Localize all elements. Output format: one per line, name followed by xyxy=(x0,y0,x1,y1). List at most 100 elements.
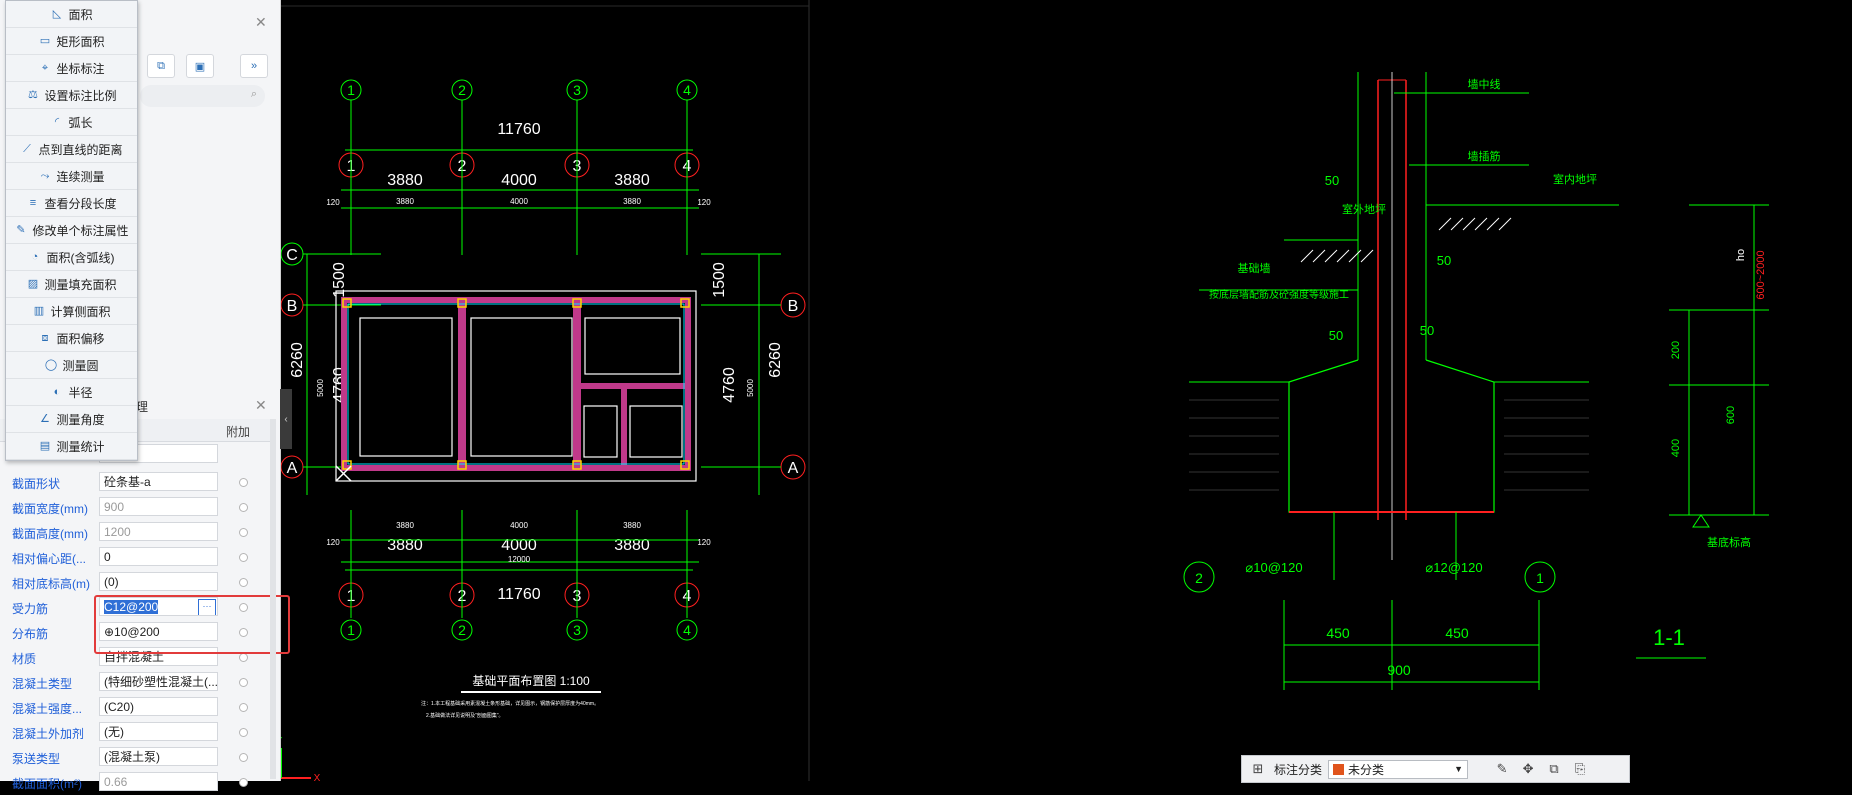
menu-item[interactable]: ◔面积(含弧线) xyxy=(6,244,137,271)
property-row[interactable]: 混凝土外加剂(无) xyxy=(0,720,270,745)
add-checkbox[interactable] xyxy=(239,603,248,612)
axis-label: 4 xyxy=(683,622,691,638)
property-value[interactable]: (0) xyxy=(99,572,218,591)
property-value[interactable]: 0 xyxy=(99,547,218,566)
menu-item-label: 半径 xyxy=(68,385,93,400)
menu-item[interactable]: ≡查看分段长度 xyxy=(6,190,137,217)
menu-item-label: 连续测量 xyxy=(56,169,105,184)
drawing-title: 基础平面布置图 1:100 xyxy=(472,674,590,688)
menu-item[interactable]: ⌖坐标标注 xyxy=(6,55,137,82)
property-value[interactable]: 1200 xyxy=(99,522,218,541)
axis-label: 1 xyxy=(347,622,355,638)
menu-item[interactable]: ▥计算侧面积 xyxy=(6,298,137,325)
menu-item[interactable]: ∠测量角度 xyxy=(6,406,137,433)
column-marker xyxy=(342,298,352,308)
property-row[interactable]: 混凝土强度...(C20) xyxy=(0,695,270,720)
property-row[interactable]: 截面面积(m²)0.66 xyxy=(0,770,270,795)
menu-item[interactable]: ▨测量填充面积 xyxy=(6,271,137,298)
cad-canvas[interactable]: 1111222233334444117601176038803880388038… xyxy=(281,0,1852,781)
menu-item[interactable]: ◐半径 xyxy=(6,379,137,406)
add-checkbox[interactable] xyxy=(239,678,248,687)
add-checkbox[interactable] xyxy=(239,553,248,562)
property-value[interactable]: 0.66 xyxy=(99,772,218,791)
menu-item[interactable]: ◺面积 xyxy=(6,1,137,28)
add-checkbox[interactable] xyxy=(239,753,248,762)
property-row[interactable]: 混凝土类型(特细砂塑性混凝土(... xyxy=(0,670,270,695)
hatch xyxy=(1462,217,1476,231)
dimension-text: 120 xyxy=(697,198,711,207)
foundation-beam xyxy=(621,389,627,468)
add-checkbox[interactable] xyxy=(239,528,248,537)
menu-item[interactable]: ▤测量统计 xyxy=(6,433,137,460)
highlight-box xyxy=(94,595,290,654)
axis-label: 4 xyxy=(683,82,691,98)
property-value[interactable]: ⊕10@200 xyxy=(99,622,218,641)
add-checkbox[interactable] xyxy=(239,478,248,487)
menu-item[interactable]: ◯测量圆 xyxy=(6,352,137,379)
menu-item[interactable]: ◜弧长 xyxy=(6,109,137,136)
save-icon[interactable]: ▣ xyxy=(186,54,214,78)
edit-icon[interactable]: ✎ xyxy=(1496,761,1508,776)
menu-item-label: 测量角度 xyxy=(56,412,105,427)
menu-item[interactable]: ▭矩形面积 xyxy=(6,28,137,55)
close-icon[interactable]: ✕ xyxy=(255,397,267,413)
more-button[interactable]: ··· xyxy=(198,599,216,615)
property-value[interactable]: (混凝土泵) xyxy=(99,747,218,766)
add-checkbox[interactable] xyxy=(239,503,248,512)
property-row[interactable]: 截面形状砼条基-a xyxy=(0,470,270,495)
add-checkbox[interactable] xyxy=(239,728,248,737)
axis-label: C xyxy=(286,247,298,264)
axis-label: A xyxy=(287,460,298,477)
close-icon[interactable]: ✕ xyxy=(255,14,267,30)
menu-item[interactable]: ⧈面积偏移 xyxy=(6,325,137,352)
property-row[interactable]: 分布筋⊕10@200 xyxy=(0,620,270,645)
add-checkbox[interactable] xyxy=(239,578,248,587)
property-value[interactable]: 900 xyxy=(99,497,218,516)
dimension-text: 1500 xyxy=(331,262,348,298)
property-value[interactable]: C12@200··· xyxy=(99,597,218,616)
menu-item-label: 测量填充面积 xyxy=(44,277,117,292)
inner-line xyxy=(347,303,685,465)
property-row[interactable]: 截面宽度(mm)900 xyxy=(0,495,270,520)
add-checkbox[interactable] xyxy=(239,778,248,787)
search-input[interactable]: ⌕ xyxy=(140,85,265,107)
dimension-text: 50 xyxy=(1325,173,1339,188)
paste-icon[interactable]: ⎘ xyxy=(1574,761,1586,776)
more-icon[interactable]: » xyxy=(240,54,268,78)
menu-item[interactable]: ✎修改单个标注属性 xyxy=(6,217,137,244)
dimension-text: 200 xyxy=(1670,341,1682,359)
property-value[interactable]: (C20) xyxy=(99,697,218,716)
section-label: 墙插筋 xyxy=(1468,149,1501,163)
property-row[interactable]: 截面高度(mm)1200 xyxy=(0,520,270,545)
dimension-text: 3880 xyxy=(387,172,423,189)
add-checkbox[interactable] xyxy=(239,653,248,662)
add-checkbox[interactable] xyxy=(239,703,248,712)
point-line-icon: ⟋ xyxy=(23,142,31,155)
property-row[interactable]: 相对偏心距(...0 xyxy=(0,545,270,570)
property-value[interactable]: (特细砂塑性混凝土(... xyxy=(99,672,218,691)
menu-item[interactable]: ⟋点到直线的距离 xyxy=(6,136,137,163)
copy-icon[interactable]: ⧉ xyxy=(147,54,175,78)
menu-item-label: 面积(含弧线) xyxy=(46,250,115,265)
add-checkbox[interactable] xyxy=(239,628,248,637)
property-row[interactable]: 相对底标高(m)(0) xyxy=(0,570,270,595)
grid-icon[interactable]: ⊞ xyxy=(1252,761,1264,776)
scrollbar[interactable] xyxy=(270,419,276,779)
property-row[interactable]: 泵送类型(混凝土泵) xyxy=(0,745,270,770)
dimension-text: 4000 xyxy=(501,172,537,189)
move-icon[interactable]: ✥ xyxy=(1522,761,1534,776)
menu-item[interactable]: ⤳连续测量 xyxy=(6,163,137,190)
axis-bubble xyxy=(1183,561,1215,593)
annotation-category-select[interactable]: 未分类 ▼ xyxy=(1328,759,1469,779)
foundation-beam xyxy=(458,300,466,468)
room-outline xyxy=(359,317,453,457)
copy-icon[interactable]: ⧉ xyxy=(1549,761,1559,776)
annotation-toolbar: ⊞ 标注分类 未分类 ▼ ✎ ✥ ⧉ ⎘ xyxy=(1241,755,1630,783)
collapse-panel-button[interactable]: ‹ xyxy=(280,389,292,449)
axis-label: 3 xyxy=(573,82,581,98)
property-value[interactable]: 砼条基-a xyxy=(99,472,218,491)
property-value[interactable]: (无) xyxy=(99,722,218,741)
dimension-text: 1500 xyxy=(711,262,728,298)
menu-item[interactable]: ⚖设置标注比例 xyxy=(6,82,137,109)
